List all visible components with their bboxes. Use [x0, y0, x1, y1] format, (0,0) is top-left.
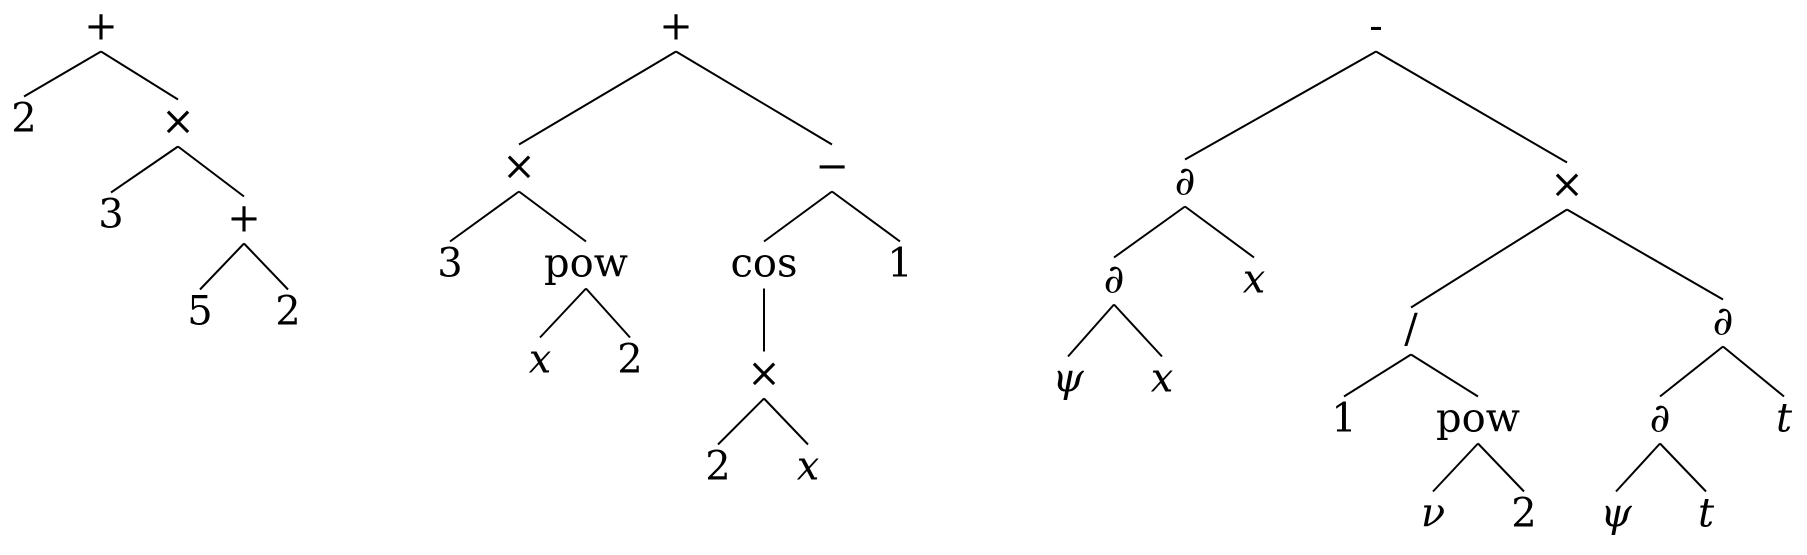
- tree-edge: [1343, 353, 1412, 398]
- tree-edge: [449, 190, 520, 243]
- tree-edge: [1410, 208, 1568, 309]
- tree-node-1: 1: [887, 241, 912, 287]
- tree-edge: [717, 397, 765, 446]
- tree-edge: [539, 287, 587, 339]
- tree-node-psi: ψ: [1600, 491, 1632, 537]
- tree-node-1: 1: [1331, 396, 1356, 442]
- tree-node-x: x: [1151, 356, 1174, 402]
- tree-node-x: x: [529, 337, 552, 383]
- tree-node-pow: pow: [1436, 396, 1520, 442]
- tree-edge: [1722, 345, 1785, 398]
- tree-node-minus: −: [815, 144, 849, 190]
- tree-edge: [1477, 442, 1525, 493]
- tree-node-2: 2: [275, 289, 300, 335]
- tree-edge: [199, 242, 245, 291]
- tree-node-2: 2: [617, 337, 642, 383]
- tree-edge: [831, 190, 901, 243]
- tree-edge: [1184, 205, 1255, 259]
- tree-node-2: 2: [1511, 491, 1536, 537]
- tree-edge: [1566, 208, 1724, 301]
- tree-edge: [1410, 353, 1479, 398]
- tree-node-t: t: [1698, 491, 1715, 537]
- tree-node-nu: ν: [1421, 491, 1445, 537]
- tree-node-divide: /: [1404, 307, 1418, 353]
- tree-node-partial: ∂: [1104, 257, 1125, 303]
- tree-node-plus: +: [659, 4, 693, 50]
- tree-edge: [585, 287, 631, 339]
- tree-edge: [1659, 345, 1724, 398]
- tree-edge: [243, 242, 289, 291]
- tree-node-times: ×: [502, 144, 536, 190]
- tree-node-plus: +: [84, 4, 118, 50]
- tree-node-times: ×: [747, 351, 781, 397]
- tree-edge: [763, 397, 809, 446]
- tree-edge: [23, 50, 102, 98]
- tree-node-partial: ∂: [1650, 396, 1671, 442]
- tree-edge: [1432, 442, 1479, 493]
- tree-node-t: t: [1776, 396, 1793, 442]
- tree-node-2: 2: [705, 444, 730, 490]
- tree-node-x: x: [797, 444, 820, 490]
- tree-edge: [1067, 303, 1115, 358]
- tree-node-plus: +: [227, 196, 261, 242]
- tree-node-psi: ψ: [1052, 356, 1084, 402]
- tree-edge: [1375, 50, 1568, 164]
- tree-node-5: 5: [187, 289, 212, 335]
- tree-node-minus: -: [1369, 4, 1383, 50]
- tree-node-cos: cos: [730, 241, 797, 287]
- tree-edge: [177, 145, 245, 198]
- tree-node-times: ×: [161, 99, 195, 145]
- tree-node-times: ×: [1550, 162, 1584, 208]
- tree-edge: [100, 50, 179, 101]
- tree-edge: [1113, 303, 1163, 358]
- tree-edge: [518, 190, 587, 243]
- tree-node-x: x: [1243, 257, 1266, 303]
- tree-edge: [1659, 442, 1707, 493]
- tree-edge: [1615, 442, 1661, 493]
- tree-edge: [1113, 205, 1186, 259]
- tree-edge: [675, 50, 833, 146]
- tree-edge: [518, 50, 677, 146]
- tree-node-3: 3: [437, 241, 462, 287]
- tree-edge: [1184, 50, 1377, 161]
- tree-edge: [110, 145, 179, 194]
- tree-node-partial: ∂: [1175, 159, 1196, 205]
- tree-node-3: 3: [98, 192, 123, 238]
- tree-node-partial: ∂: [1713, 299, 1734, 345]
- tree-node-pow: pow: [544, 241, 628, 287]
- tree-node-2: 2: [11, 96, 36, 142]
- tree-edge: [763, 190, 833, 243]
